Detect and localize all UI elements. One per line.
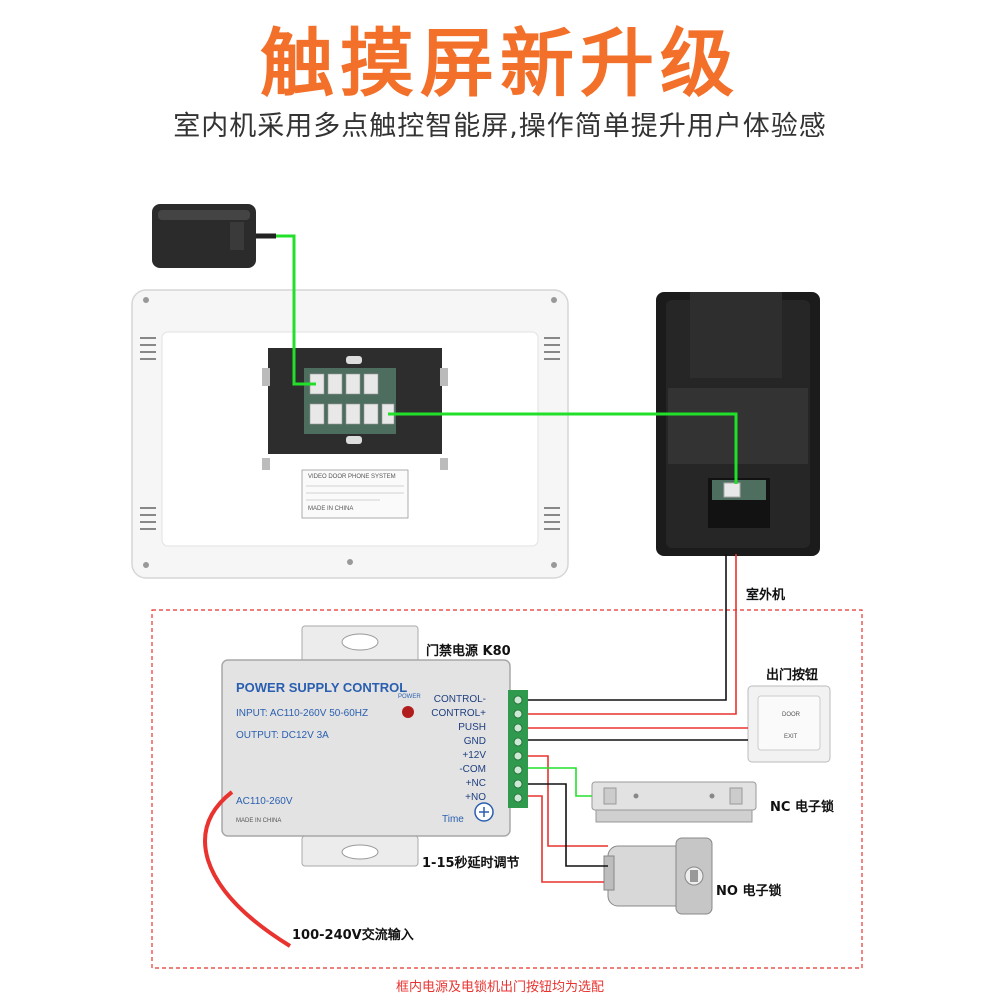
- page-title: 触摸屏新升级: [260, 21, 740, 107]
- ac-input-label: 100-240V交流输入: [292, 928, 414, 943]
- psu-made-in: MADE IN CHINA: [236, 818, 282, 824]
- footnote: 框内电源及电锁机出门按钮均为选配: [395, 980, 604, 995]
- psu-name-label: 门禁电源 K80: [426, 644, 511, 659]
- outdoor-unit: [656, 292, 820, 556]
- psu-brand: POWER SUPPLY CONTROL: [236, 680, 408, 695]
- delay-label: 1-15秒延时调节: [422, 856, 520, 871]
- nc-lock-label: NC 电子锁: [770, 800, 834, 815]
- terminal-label: -COM: [459, 764, 486, 775]
- terminal-label: PUSH: [458, 722, 486, 733]
- nc-lock-device: [591, 781, 757, 823]
- terminal-label: CONTROL+: [431, 708, 486, 719]
- sticker-title: VIDEO DOOR PHONE SYSTEM: [308, 474, 396, 480]
- terminal-label: +NO: [465, 792, 486, 803]
- exit-button-line2: EXIT: [784, 734, 798, 740]
- terminal-label: +NC: [465, 778, 486, 789]
- exit-button-label: 出门按钮: [766, 668, 819, 683]
- terminal-label: GND: [463, 736, 486, 747]
- psu-ac-range: AC110-260V: [236, 796, 293, 807]
- no-lock-device: [603, 837, 713, 915]
- optional-components-box: [151, 609, 863, 969]
- power-adapter: [152, 204, 276, 268]
- exit-button-device: [747, 685, 831, 763]
- power-led-label: POWER: [398, 694, 421, 700]
- psu-output: OUTPUT: DC12V 3A: [236, 730, 329, 741]
- sticker-made-in: MADE IN CHINA: [308, 506, 354, 512]
- power-supply-k80: [221, 625, 528, 867]
- time-knob-label: Time: [442, 814, 464, 825]
- ac-input-cord: [203, 790, 292, 948]
- terminal-label: CONTROL-: [433, 694, 486, 705]
- no-lock-label: NO 电子锁: [716, 884, 782, 899]
- outdoor-unit-label: 室外机: [746, 588, 786, 603]
- page-subtitle: 室内机采用多点触控智能屏,操作简单提升用户体验感: [173, 111, 827, 142]
- indoor-monitor: [131, 289, 569, 579]
- green-wires: [276, 234, 738, 484]
- exit-button-line1: DOOR: [782, 712, 800, 718]
- control-wires: [528, 554, 748, 883]
- psu-input: INPUT: AC110-260V 50-60HZ: [236, 708, 369, 719]
- terminal-label: +12V: [462, 750, 486, 761]
